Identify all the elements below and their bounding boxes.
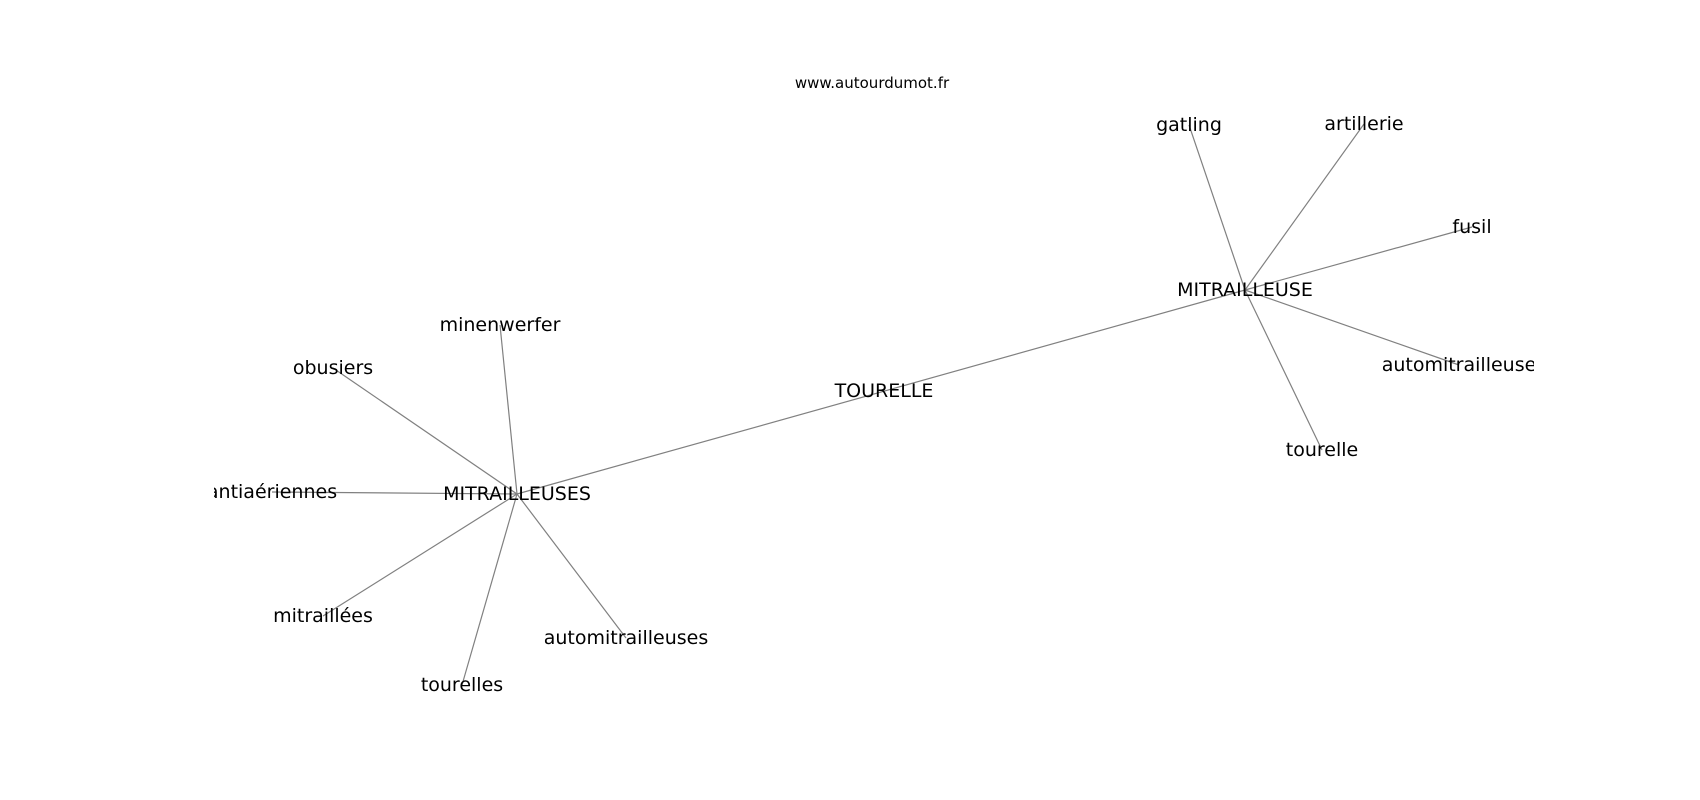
edge-mitrailleuses-antiaeriennes: [271, 491, 518, 495]
node-label-artillerie: artillerie: [1324, 113, 1403, 135]
edge-mitrailleuse-tourelle: [1244, 289, 1323, 451]
edge-mitrailleuses-minenwerfer: [499, 324, 518, 495]
node-label-fusil: fusil: [1452, 216, 1491, 238]
node-label-automitrailleuse: automitrailleuse: [1382, 354, 1537, 376]
edge-mitrailleuses-tourelles: [461, 493, 518, 686]
edge-mitrailleuse-automitrailleuse: [1244, 289, 1460, 366]
edge-mitrailleuses-automitrailleuses: [516, 493, 627, 639]
node-label-minenwerfer: minenwerfer: [440, 314, 561, 336]
watermark: www.autourdumot.fr: [795, 74, 950, 92]
node-label-antiaeriennes: antiaériennes: [207, 481, 337, 503]
edges: [271, 123, 1473, 686]
edge-mitrailleuses-obusiers: [332, 367, 518, 495]
edge-mitrailleuses-mitraillees: [322, 493, 518, 617]
node-label-mitrailleuse: MITRAILLEUSE: [1177, 279, 1313, 301]
node-label-tourelles: tourelles: [421, 674, 503, 696]
edge-mitrailleuse-fusil: [1244, 226, 1473, 291]
node-label-mitraillees: mitraillées: [273, 605, 373, 627]
node-label-automitrailleuses: automitrailleuses: [544, 627, 709, 649]
node-labels: TOURELLE MITRAILLEUSE MITRAILLEUSES gatling…: [207, 113, 1537, 696]
node-label-gatling: gatling: [1156, 114, 1222, 136]
node-label-tourelle_center: TOURELLE: [834, 380, 934, 402]
node-label-tourelle: tourelle: [1286, 439, 1358, 461]
edge-mitrailleuse-gatling: [1188, 124, 1246, 291]
edge-mitrailleuses-mitrailleuse: [516, 289, 1246, 495]
node-label-obusiers: obusiers: [293, 357, 373, 379]
edge-mitrailleuse-artillerie: [1244, 123, 1365, 291]
node-label-mitrailleuses: MITRAILLEUSES: [443, 483, 591, 505]
